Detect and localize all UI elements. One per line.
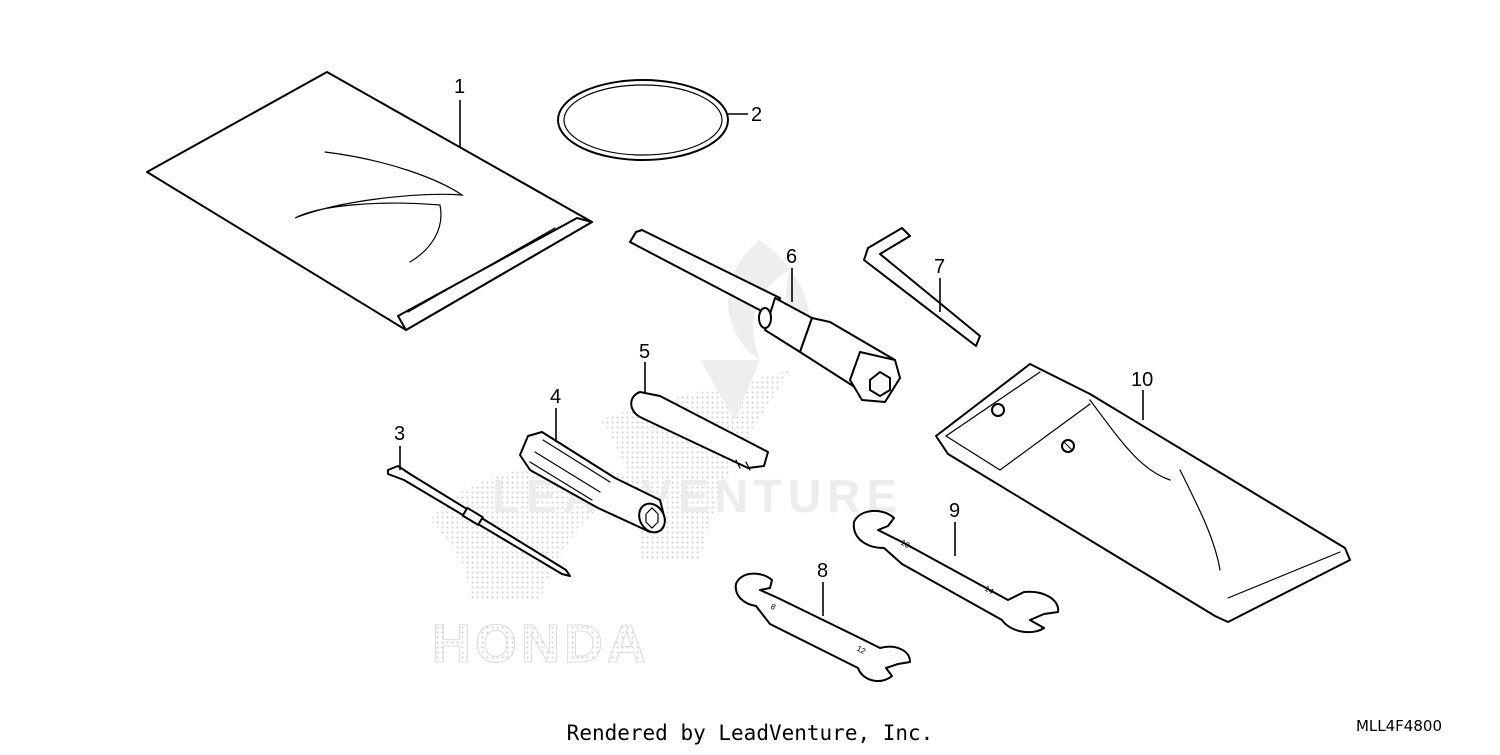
callout-4: 4 — [550, 386, 561, 408]
callout-5: 5 — [639, 341, 650, 363]
leadventure-watermark: LEADVENTURE — [492, 240, 897, 522]
callout-9: 9 — [949, 500, 960, 522]
callout-2: 2 — [751, 104, 762, 126]
part-7-hex-key[interactable] — [863, 227, 981, 347]
callout-8: 8 — [817, 560, 828, 582]
leader-lines — [399, 100, 1144, 616]
diagram-code: MLL4F4800 — [1356, 717, 1442, 735]
callout-1: 1 — [454, 76, 465, 98]
part-10-tool-bag[interactable] — [935, 363, 1351, 623]
rendered-by-credit: Rendered by LeadVenture, Inc. — [567, 721, 934, 745]
part-8-open-wrench-small[interactable]: 8 12 — [734, 572, 911, 683]
honda-watermark-text: HONDA — [432, 614, 650, 674]
callout-6: 6 — [786, 246, 797, 268]
part-5-grip-plate[interactable] — [630, 391, 769, 471]
part-9-open-wrench-large[interactable]: 10 14 — [852, 510, 1060, 634]
part-1-document-bag[interactable] — [146, 71, 593, 331]
part-2-o-ring[interactable] — [557, 79, 729, 161]
callout-7: 7 — [934, 256, 945, 278]
part-6-spark-plug-wrench[interactable] — [629, 229, 901, 403]
callout-10: 10 — [1131, 369, 1153, 391]
part-3-screwdriver-blade[interactable] — [387, 465, 571, 577]
callout-3: 3 — [394, 423, 405, 445]
part-4-screwdriver-handle[interactable] — [519, 431, 670, 537]
svg-text:8: 8 — [769, 602, 778, 612]
